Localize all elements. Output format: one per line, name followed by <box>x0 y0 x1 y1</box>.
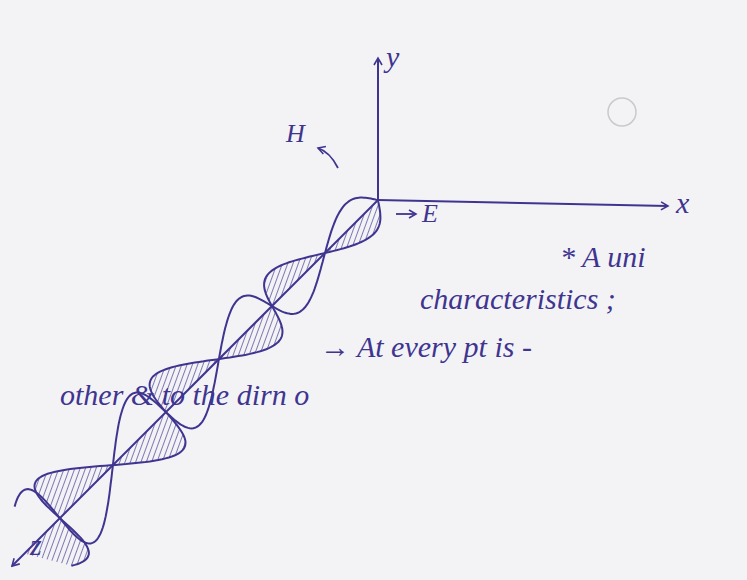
axis-label: z <box>30 528 42 561</box>
axis-label: y <box>386 40 399 73</box>
z-axis <box>12 200 378 566</box>
e-field-wave <box>35 200 381 566</box>
note-text: other & to the dirn o <box>60 378 309 411</box>
h-field-wave <box>15 198 378 544</box>
h-pointer <box>318 148 338 168</box>
e-field-shading <box>25 200 381 566</box>
faint-circle <box>608 98 636 126</box>
note-text: * A uni <box>560 240 646 273</box>
field-label: E <box>422 200 438 229</box>
y-axis <box>377 58 379 200</box>
axis-label: x <box>676 186 689 219</box>
e-pointer <box>396 213 416 215</box>
note-text: characteristics ; <box>420 282 616 315</box>
field-label: H <box>286 120 305 149</box>
note-text: → At every pt is - <box>320 330 532 363</box>
x-axis <box>378 200 668 206</box>
